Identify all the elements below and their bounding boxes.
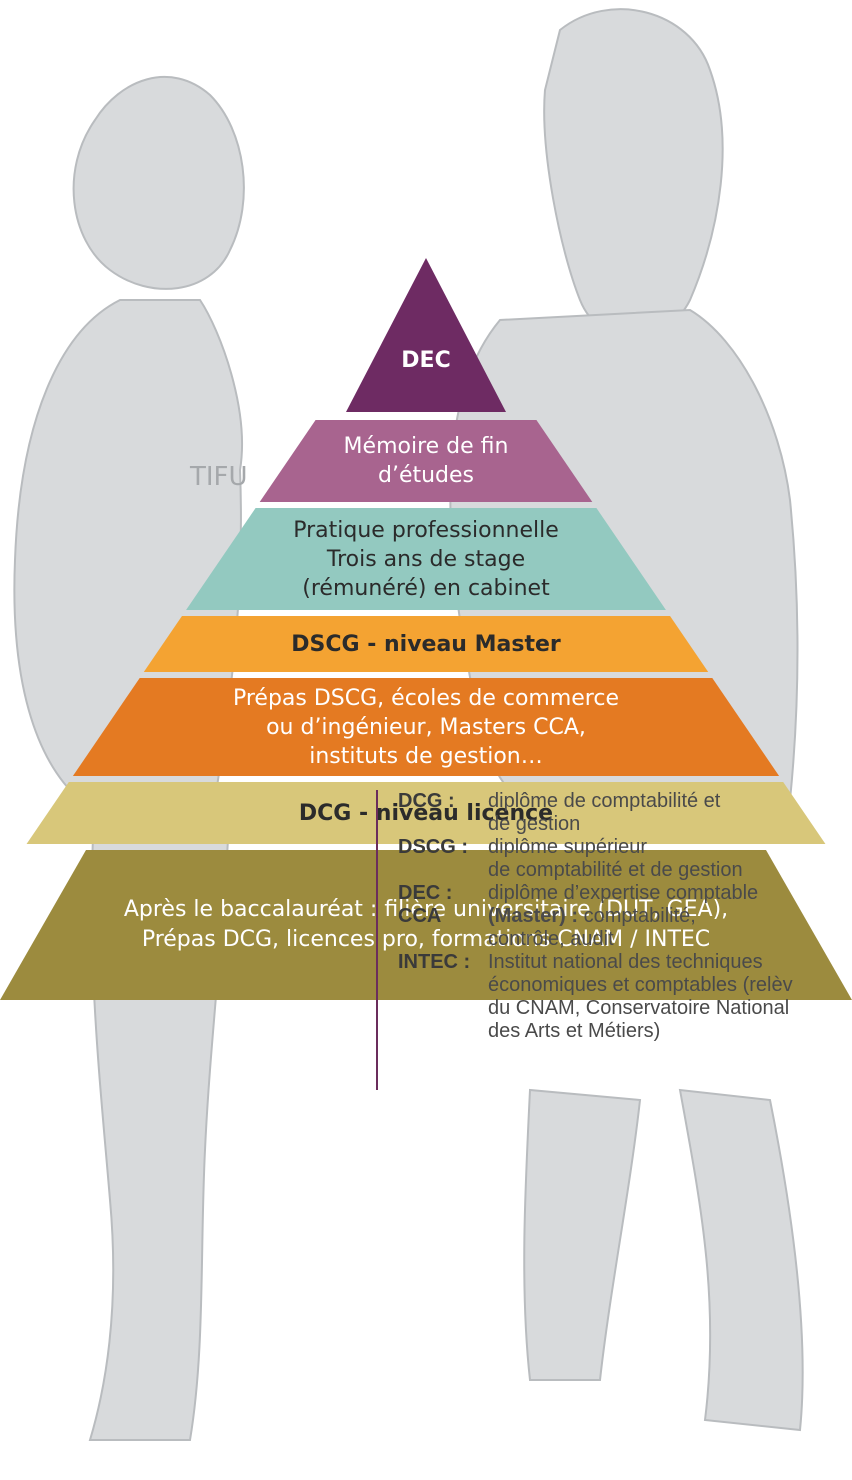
legend-term: INTEC : [398, 951, 471, 973]
legend-definition-text: comptabilité, [578, 905, 696, 927]
pyramid-label-dscg: DSCG - niveau Master [0, 630, 852, 659]
pyramid-label-dcg: DCG - niveau licence [0, 799, 852, 828]
legend-definition-strong: (Master) : [488, 905, 579, 927]
pyramid-label-line: Prépas DCG, licences pro, formations CNA… [141, 927, 711, 952]
pyramid-label-line: DSCG - niveau Master [291, 631, 561, 657]
pyramid-label-line: instituts de gestion… [309, 743, 543, 769]
man-leg-right [678, 1088, 804, 1432]
legend-definition-line: diplôme supérieur [488, 836, 647, 858]
pyramid-level-prepas-dscg [72, 678, 780, 776]
pyramid-level-pratique [186, 508, 666, 610]
legend-definition-line: (Master) : comptabilité, [488, 905, 696, 928]
man-legs [523, 1088, 642, 1381]
legend-definition: (Master) : comptabilité,contrôle, audit [488, 905, 696, 951]
legend-term: DSCG : [398, 836, 468, 858]
pyramid-label-apres-bac: Après le baccalauréat : filière universi… [0, 895, 852, 955]
pyramid-level-dec [346, 258, 506, 412]
pyramid-label-prepas-dscg: Prépas DSCG, écoles de commerce ou d’ingé… [0, 684, 852, 771]
legend-definition-line: diplôme de comptabilité et [488, 790, 721, 812]
pyramid-label-line: ou d’ingénieur, Masters CCA, [266, 714, 586, 740]
pyramid-label-line: Pratique professionnelle [293, 517, 559, 543]
pyramid-label-line: Mémoire de fin [343, 434, 509, 459]
pyramid-label-line: DCG - niveau licence [298, 800, 554, 826]
pyramid-label-line: Trois ans de stage [326, 546, 526, 572]
pyramid-label-line: d’études [377, 463, 475, 488]
legend-definition-line: Institut national des techniques [488, 951, 763, 973]
legend-definition-line: diplôme d’expertise comptable [488, 882, 759, 904]
pyramid-label-line: Après le baccalauréat : filière universi… [123, 897, 729, 922]
legend-definition-line: contrôle, audit [488, 928, 614, 950]
legend-term: DEC : [398, 882, 453, 904]
shirt-text: TIFU [189, 462, 248, 492]
woman-hair [72, 76, 245, 290]
pyramid-label-dec: DEC [0, 346, 852, 375]
pyramid [0, 258, 852, 1000]
pyramid-label-memoire: Mémoire de fin d’études [0, 432, 852, 490]
legend-definition-line: du CNAM, Conservatoire National [488, 997, 790, 1019]
legend-definition-line: de comptabilité et de gestion [488, 859, 743, 881]
legend-definition-line: économiques et comptables (relèv [488, 974, 793, 996]
pyramid-label-line: DEC [401, 347, 451, 373]
pyramid-label-line: (rémunéré) en cabinet [302, 575, 550, 601]
legend-term: CCA [398, 905, 442, 927]
pyramid-level-memoire [259, 420, 593, 502]
legend-definition-line: de gestion [488, 813, 581, 835]
legend-definition-line: des Arts et Métiers) [488, 1020, 661, 1042]
pyramid-level-dcg [26, 782, 826, 844]
pyramid-label-line: Prépas DSCG, écoles de commerce [232, 685, 619, 711]
pyramid-level-dscg [143, 616, 709, 672]
pyramid-level-apres-bac [0, 850, 852, 1000]
legend-definition: diplôme d’expertise comptable [488, 882, 758, 905]
man-head [543, 8, 724, 339]
legend-term: DCG : [398, 790, 455, 812]
